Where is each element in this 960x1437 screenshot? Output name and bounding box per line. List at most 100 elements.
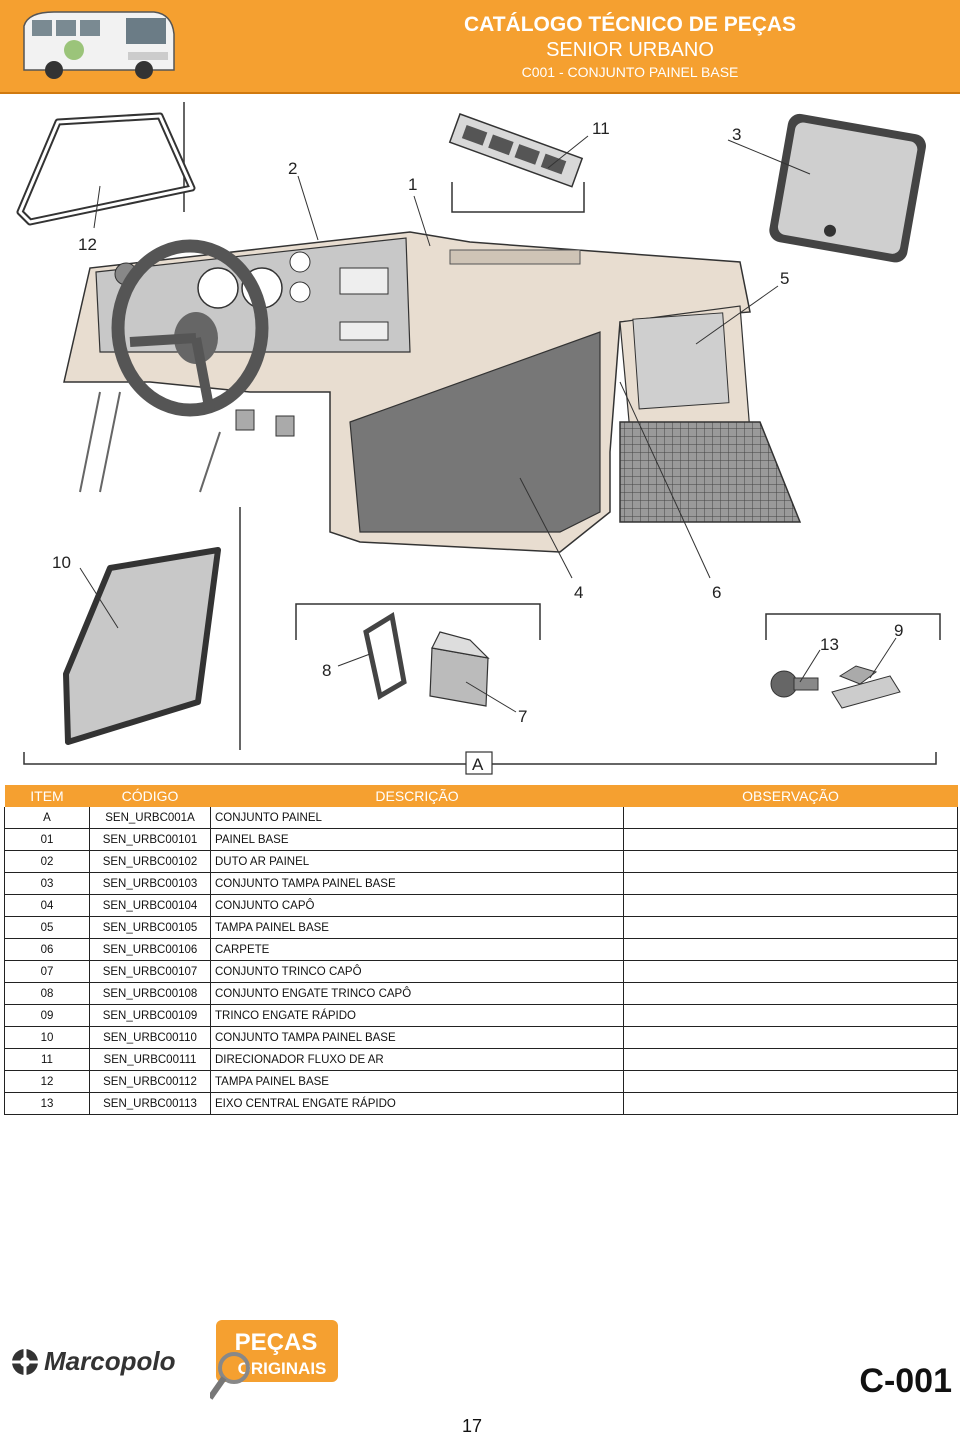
row-code: SEN_URBC00105: [89, 916, 211, 939]
callout-3: 3: [732, 125, 741, 144]
row-description: DIRECIONADOR FLUXO DE AR: [210, 1048, 624, 1071]
row-code: SEN_URBC00112: [89, 1070, 211, 1093]
row-item: 03: [4, 872, 90, 895]
callout-4: 4: [574, 583, 583, 602]
row-item: 08: [4, 982, 90, 1005]
row-item: 07: [4, 960, 90, 983]
badge-line-1: PEÇAS: [235, 1329, 318, 1356]
row-observation: [623, 916, 958, 939]
row-item: 09: [4, 1004, 90, 1027]
row-description: CONJUNTO ENGATE TRINCO CAPÔ: [210, 982, 624, 1005]
row-description: CONJUNTO TRINCO CAPÔ: [210, 960, 624, 983]
row-code: SEN_URBC00113: [89, 1092, 211, 1115]
catalog-title: CATÁLOGO TÉCNICO DE PEÇAS: [463, 13, 797, 36]
row-code: SEN_URBC001A: [89, 807, 211, 829]
row-item: 02: [4, 850, 90, 873]
row-description: PAINEL BASE: [210, 828, 624, 851]
callout-9: 9: [894, 621, 903, 640]
row-item: 12: [4, 1070, 90, 1093]
pecas-originais-logo: PEÇAS ORIGINAIS: [210, 1320, 338, 1400]
header-observation: OBSERVAÇÃO: [623, 785, 958, 807]
catalog-header: CATÁLOGO TÉCNICO DE PEÇAS SENIOR URBANO …: [0, 0, 960, 94]
row-code: SEN_URBC00109: [89, 1004, 211, 1027]
row-observation: [623, 894, 958, 917]
callout-13: 13: [820, 635, 839, 654]
row-observation: [623, 828, 958, 851]
callout-2: 2: [288, 159, 297, 178]
assembly-label: A: [472, 755, 484, 774]
row-description: CONJUNTO TAMPA PAINEL BASE: [210, 1026, 624, 1049]
callout-6: 6: [712, 583, 721, 602]
row-code: SEN_URBC00104: [89, 894, 211, 917]
marcopolo-brand: Marcopolo: [44, 1346, 176, 1376]
header-description: DESCRIÇÃO: [210, 785, 624, 807]
row-item: 06: [4, 938, 90, 961]
row-code: SEN_URBC00111: [89, 1048, 211, 1071]
marcopolo-logo-icon: [9, 1346, 41, 1378]
callout-11: 11: [592, 119, 610, 138]
row-description: EIXO CENTRAL ENGATE RÁPIDO: [210, 1092, 624, 1115]
row-description: TAMPA PAINEL BASE: [210, 1070, 624, 1093]
row-observation: [623, 807, 958, 829]
assembly-label-box: [465, 751, 493, 775]
row-observation: [623, 982, 958, 1005]
table-header-row: ITEM CÓDIGO DESCRIÇÃO OBSERVAÇÃO: [4, 785, 958, 807]
exploded-parts-diagram: 1 2 3 4 5 6 7 8 9 10 11 12 13 A: [16, 102, 941, 775]
row-item: A: [4, 807, 90, 829]
catalog-code: C-001: [859, 1362, 952, 1400]
callout-10: 10: [52, 553, 71, 572]
row-description: TRINCO ENGATE RÁPIDO: [210, 1004, 624, 1027]
row-observation: [623, 1004, 958, 1027]
row-observation: [623, 960, 958, 983]
row-observation: [623, 1048, 958, 1071]
row-code: SEN_URBC00101: [89, 828, 211, 851]
row-code: SEN_URBC00108: [89, 982, 211, 1005]
row-description: CONJUNTO PAINEL: [210, 807, 624, 829]
row-description: CONJUNTO TAMPA PAINEL BASE: [210, 872, 624, 895]
callout-7: 7: [518, 707, 527, 726]
badge-line-2: ORIGINAIS: [238, 1359, 327, 1378]
row-description: CARPETE: [210, 938, 624, 961]
row-description: CONJUNTO CAPÔ: [210, 894, 624, 917]
header-code: CÓDIGO: [89, 785, 211, 807]
row-item: 10: [4, 1026, 90, 1049]
row-code: SEN_URBC00110: [89, 1026, 211, 1049]
row-observation: [623, 850, 958, 873]
row-code: SEN_URBC00106: [89, 938, 211, 961]
page-number: 17: [462, 1416, 483, 1436]
bus-illustration: [4, 4, 210, 88]
callout-1: 1: [408, 175, 417, 194]
model-subtitle: SENIOR URBANO: [546, 39, 714, 61]
row-description: DUTO AR PAINEL: [210, 850, 624, 873]
row-description: TAMPA PAINEL BASE: [210, 916, 624, 939]
row-observation: [623, 938, 958, 961]
callout-12: 12: [78, 235, 97, 254]
row-observation: [623, 872, 958, 895]
row-observation: [623, 1092, 958, 1115]
row-item: 05: [4, 916, 90, 939]
row-observation: [623, 1070, 958, 1093]
callout-8: 8: [322, 661, 331, 680]
row-code: SEN_URBC00102: [89, 850, 211, 873]
header-item: ITEM: [4, 785, 90, 807]
callout-5: 5: [780, 269, 789, 288]
row-item: 11: [4, 1048, 90, 1071]
row-item: 13: [4, 1092, 90, 1115]
row-item: 04: [4, 894, 90, 917]
row-observation: [623, 1026, 958, 1049]
